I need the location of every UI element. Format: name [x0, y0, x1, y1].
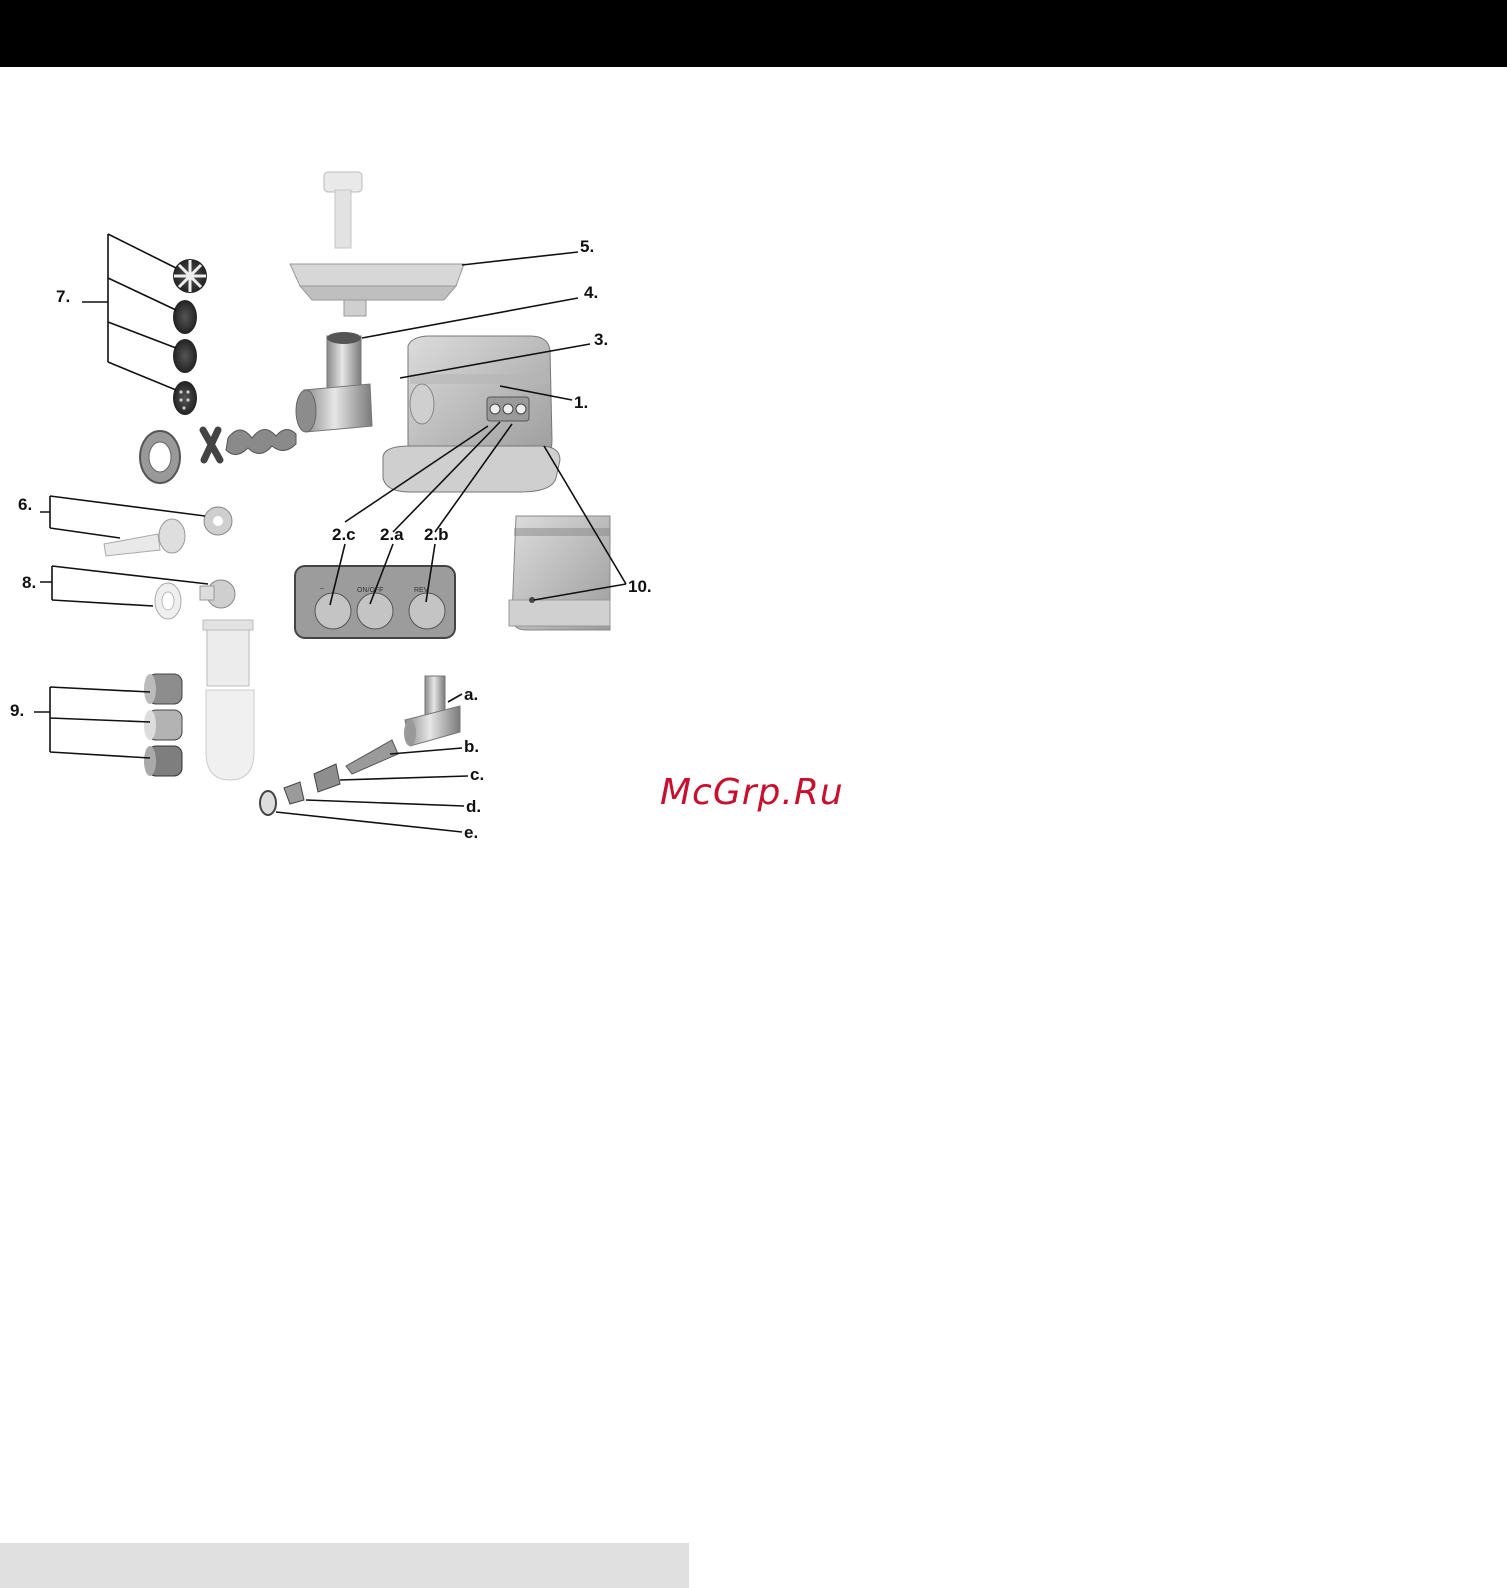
label-2b: 2.b — [424, 525, 449, 544]
shredder-drum-2 — [144, 710, 182, 740]
motor-unit — [383, 336, 560, 492]
juicer-ring — [260, 791, 276, 815]
label-4: 4. — [584, 283, 598, 302]
grinder-head — [296, 332, 372, 432]
juicer-cap — [284, 782, 304, 804]
juicer-cone — [314, 764, 340, 792]
label-9: 9. — [10, 701, 24, 720]
shredder-drum-3 — [144, 746, 182, 776]
panel-on-off-label: ON/OFF — [357, 587, 383, 594]
label-2c: 2.c — [332, 525, 356, 544]
bottom-gray-bar — [0, 1543, 689, 1588]
label-b: b. — [464, 737, 479, 756]
panel-rev-label: REV — [414, 587, 429, 594]
label-8: 8. — [22, 573, 36, 592]
auger — [226, 429, 296, 454]
label-5: 5. — [580, 237, 594, 256]
svg-text:–: – — [320, 585, 324, 592]
food-tray — [290, 264, 464, 316]
top-black-bar — [0, 0, 1507, 67]
ring-nut — [140, 431, 180, 483]
label-7: 7. — [56, 287, 70, 306]
label-c: c. — [470, 765, 484, 784]
grinding-disc-2 — [173, 300, 197, 334]
grinding-disc-3 — [173, 339, 197, 373]
label-10: 10. — [628, 577, 652, 596]
label-1: 1. — [574, 393, 588, 412]
label-6: 6. — [18, 495, 32, 514]
grinding-disc-1 — [173, 259, 207, 293]
grinding-disc-4 — [173, 381, 197, 415]
meat-grinder-parts-diagram: – ON/OFF REV — [0, 160, 700, 860]
label-2a: 2.a — [380, 525, 404, 544]
kebbe-attachment — [155, 580, 235, 619]
juicer-screw — [346, 740, 398, 774]
label-e: e. — [464, 823, 478, 842]
shredder-housing — [203, 620, 254, 780]
label-3: 3. — [594, 330, 608, 349]
shredder-drum-1 — [144, 674, 182, 704]
control-panel-closeup: – ON/OFF REV — [295, 566, 455, 638]
pusher — [324, 172, 362, 248]
label-d: d. — [466, 797, 481, 816]
knife — [203, 430, 220, 460]
watermark-text: McGrp.Ru — [660, 772, 844, 813]
juicer-housing — [404, 676, 460, 746]
label-a: a. — [464, 685, 478, 704]
sausage-attachment — [104, 507, 232, 556]
